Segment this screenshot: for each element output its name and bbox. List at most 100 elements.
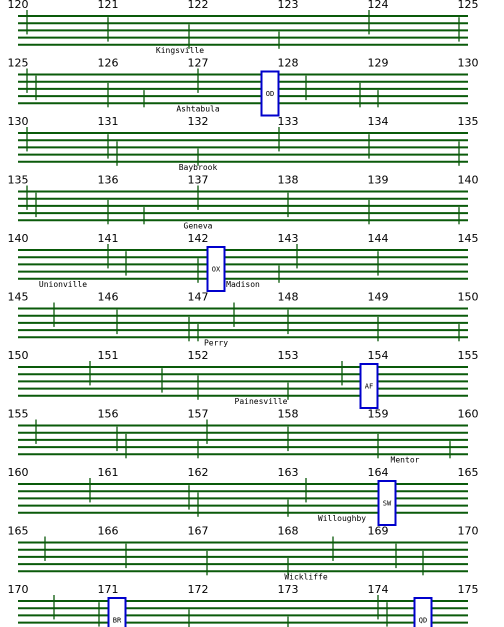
milepost-label: 146 [98, 291, 119, 304]
tower-box [260, 70, 280, 117]
milepost-label: 145 [8, 291, 29, 304]
milepost-label: 154 [368, 349, 389, 362]
milepost-label: 143 [278, 232, 299, 245]
milepost-label: 122 [188, 0, 209, 11]
milepost-label: 160 [458, 408, 479, 421]
milepost-label: 172 [188, 583, 209, 596]
milepost-label: 165 [8, 525, 29, 538]
milepost-label: 130 [458, 57, 479, 70]
milepost-label: 170 [458, 525, 479, 538]
milepost-label: 123 [278, 0, 299, 11]
tower-label: BR [113, 617, 122, 625]
milepost-label: 124 [368, 0, 389, 11]
milepost-label: 171 [98, 583, 119, 596]
milepost-label: 147 [188, 291, 209, 304]
milepost-label: 135 [458, 115, 479, 128]
milepost-label: 144 [368, 232, 389, 245]
station-label: Madison [226, 280, 260, 289]
milepost-label: 126 [98, 57, 119, 70]
station-label: Willoughby [318, 514, 366, 523]
milepost-label: 133 [278, 115, 299, 128]
milepost-label: 151 [98, 349, 119, 362]
milepost-label: 150 [458, 291, 479, 304]
milepost-label: 168 [278, 525, 299, 538]
milepost-label: 125 [458, 0, 479, 11]
milepost-label: 142 [188, 232, 209, 245]
milepost-label: 150 [8, 349, 29, 362]
milepost-label: 141 [98, 232, 119, 245]
station-label: Unionville [39, 280, 87, 289]
milepost-label: 120 [8, 0, 29, 11]
milepost-label: 156 [98, 408, 119, 421]
milepost-label: 155 [458, 349, 479, 362]
station-label: Kingsville [156, 46, 204, 55]
tower-box [107, 597, 127, 627]
milepost-label: 162 [188, 466, 209, 479]
milepost-label: 140 [458, 174, 479, 187]
milepost-label: 145 [458, 232, 479, 245]
tower-label: OX [212, 266, 221, 274]
tower-label: QD [419, 617, 427, 625]
milepost-label: 166 [98, 525, 119, 538]
milepost-label: 134 [368, 115, 389, 128]
milepost-label: 136 [98, 174, 119, 187]
station-label: Painesville [235, 397, 288, 406]
milepost-label: 140 [8, 232, 29, 245]
milepost-label: 127 [188, 57, 209, 70]
station-label: Baybrook [179, 163, 218, 172]
milepost-label: 160 [8, 466, 29, 479]
tower-label: SW [383, 500, 392, 508]
milepost-label: 148 [278, 291, 299, 304]
mileage-row: 170171172173174175NottinghamCollinwoodBR… [8, 583, 479, 627]
milepost-label: 121 [98, 0, 119, 11]
milepost-label: 159 [368, 408, 389, 421]
station-label: Wickliffe [284, 572, 328, 581]
milepost-label: 175 [458, 583, 479, 596]
milepost-label: 139 [368, 174, 389, 187]
milepost-label: 163 [278, 466, 299, 479]
milepost-label: 165 [458, 466, 479, 479]
tower-label: OD [266, 90, 274, 98]
milepost-label: 164 [368, 466, 389, 479]
milepost-label: 174 [368, 583, 389, 596]
milepost-label: 128 [278, 57, 299, 70]
tower-box [377, 480, 397, 526]
milepost-label: 170 [8, 583, 29, 596]
milepost-label: 167 [188, 525, 209, 538]
milepost-label: 137 [188, 174, 209, 187]
tower-box [359, 363, 379, 409]
milepost-label: 169 [368, 525, 389, 538]
tower-label: AF [365, 383, 373, 391]
station-label: Perry [204, 338, 228, 347]
milepost-label: 130 [8, 115, 29, 128]
milepost-label: 138 [278, 174, 299, 187]
milepost-label: 135 [8, 174, 29, 187]
milepost-label: 131 [98, 115, 119, 128]
milepost-label: 158 [278, 408, 299, 421]
milepost-label: 161 [98, 466, 119, 479]
station-label: Ashtabula [176, 104, 220, 113]
milepost-label: 153 [278, 349, 299, 362]
station-label: Mentor [391, 455, 420, 464]
tower-box [206, 246, 226, 292]
milepost-label: 155 [8, 408, 29, 421]
milepost-label: 157 [188, 408, 209, 421]
milepost-label: 129 [368, 57, 389, 70]
milepost-label: 125 [8, 57, 29, 70]
tower-box [413, 597, 433, 627]
milepost-label: 132 [188, 115, 209, 128]
milepost-label: 173 [278, 583, 299, 596]
milepost-label: 149 [368, 291, 389, 304]
station-label: Geneva [184, 221, 213, 230]
